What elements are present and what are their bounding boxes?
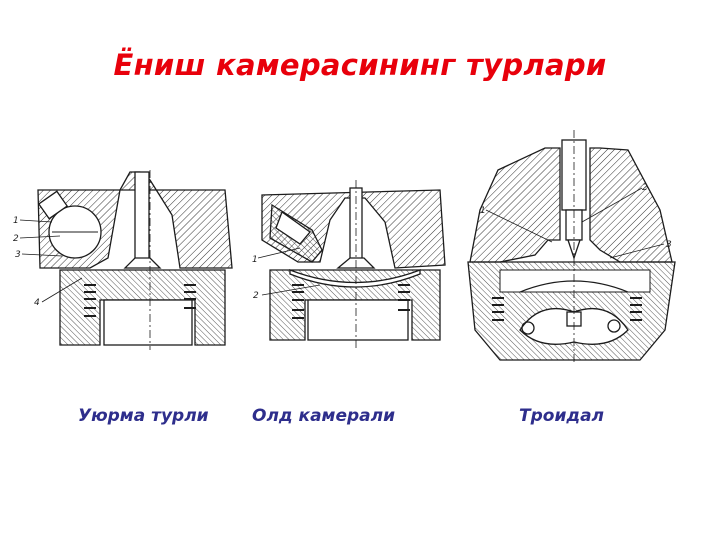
page-title: Ёниш камерасининг турлари: [113, 48, 607, 82]
caption-prechamber: Олд камерали: [252, 406, 395, 426]
vortex-label-4: 4: [34, 298, 40, 308]
toroidal-label-3: 3: [666, 240, 672, 250]
prechamber-label-2: 2: [253, 291, 259, 301]
toroidal-label-1: 1: [480, 206, 486, 216]
vortex-label-3: 3: [15, 250, 21, 260]
prechamber-drawing: [257, 180, 446, 350]
toroidal-label-2: 2: [642, 183, 648, 193]
vortex-chamber-drawing: [19, 170, 233, 350]
prechamber-label-1: 1: [252, 255, 258, 265]
caption-vortex: Уюрма турли: [78, 406, 209, 426]
vortex-label-2: 2: [13, 234, 19, 244]
vortex-label-1: 1: [13, 216, 19, 226]
caption-toroidal: Троидал: [519, 406, 605, 426]
toroidal-drawing: [467, 130, 676, 365]
